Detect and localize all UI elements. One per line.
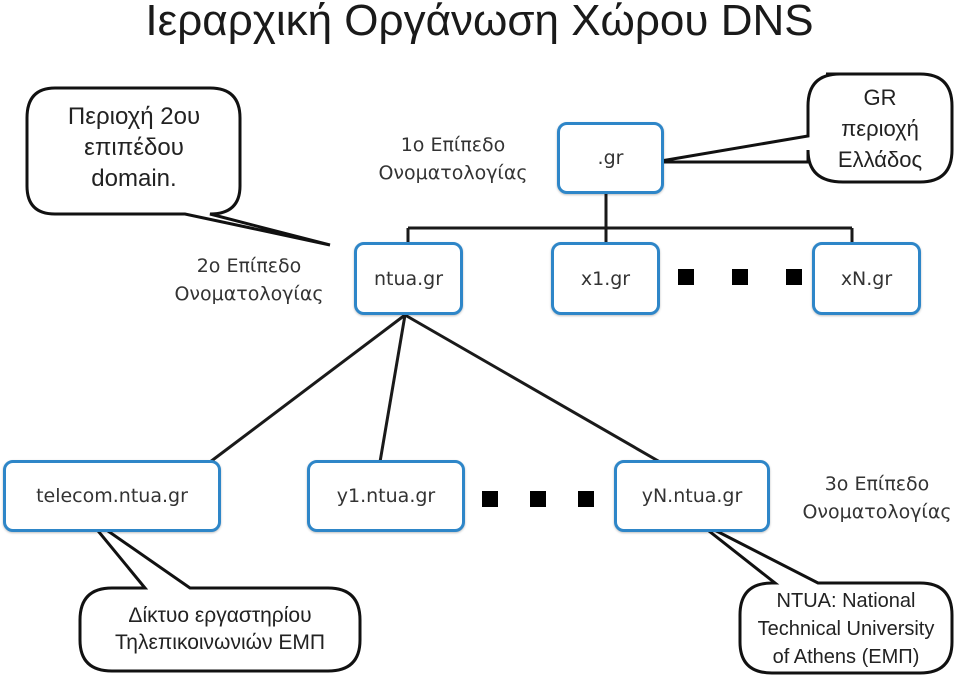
- level2-label: 2ο Επίπεδο Ονοματολογίας: [174, 255, 324, 305]
- node-ntua-gr: ntua.gr: [354, 242, 463, 315]
- node-telecom-ntua-gr: telecom.ntua.gr: [3, 460, 221, 532]
- second-level-callout-text: Περιοχή 2ου επιπέδου domain.: [67, 103, 201, 192]
- node-y1-ntua-gr: y1.ntua.gr: [307, 460, 465, 532]
- page-title: Ιεραρχική Οργάνωση Χώρου DNS: [145, 0, 814, 45]
- level2-ellipsis: [678, 269, 802, 285]
- ellipsis-square: [678, 269, 694, 285]
- node-gr: .gr: [557, 122, 664, 194]
- connector-yn: [404, 313, 661, 464]
- gr-callout-shape: [654, 72, 954, 184]
- connector-telecom: [209, 313, 406, 464]
- ellipsis-square: [530, 491, 546, 507]
- telecom-callout-text: Δίκτυο εργαστηρίου Τηλεπικοινωνιών ΕΜΠ: [114, 604, 326, 654]
- level1-label: 1ο Επίπεδο Ονοματολογίας: [378, 134, 528, 184]
- ellipsis-square: [482, 491, 498, 507]
- second-level-callout-shape: [25, 86, 331, 247]
- level3-ellipsis: [482, 491, 594, 507]
- telecom-callout-shape: [78, 513, 362, 673]
- level3-label: 3ο Επίπεδο Ονοματολογίας: [802, 473, 952, 523]
- connector-y1: [378, 314, 407, 463]
- node-yn-ntua-gr: yN.ntua.gr: [614, 460, 770, 532]
- gr-callout-text: GR περιοχή Ελλάδος: [837, 85, 923, 172]
- node-x1-gr: x1.gr: [551, 242, 660, 315]
- node-xn-gr: xN.gr: [812, 242, 921, 315]
- ellipsis-square: [578, 491, 594, 507]
- ntua-callout-shape: [694, 518, 954, 675]
- ellipsis-square: [732, 269, 748, 285]
- ntua-callout-text: NTUA: National Technical University of A…: [757, 590, 935, 668]
- ellipsis-square: [786, 269, 802, 285]
